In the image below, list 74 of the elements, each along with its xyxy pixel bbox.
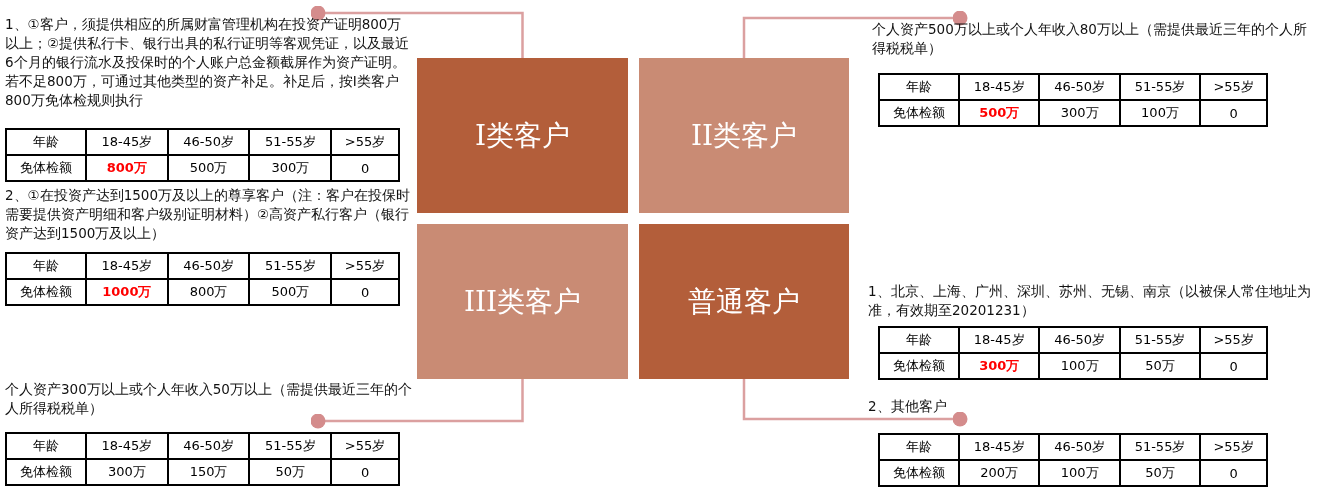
table-cell: 50万 [249,459,332,485]
criteria-text: 1、北京、上海、广州、深圳、苏州、无锡、南京（以被保人常住地址为准，有效期至20201231） [868,282,1312,320]
table-cell: 0 [331,459,399,485]
table-cell: 1000万 [86,279,168,305]
table-header-cell: 年龄 [879,74,959,100]
table-header-cell: 年龄 [879,434,959,460]
table-header-cell: 年龄 [879,327,959,353]
table-header-cell: 51-55岁 [1119,434,1201,460]
table-cell: 50万 [1119,353,1201,379]
table-header-cell: >55岁 [1200,74,1267,100]
table-cell: 800万 [86,155,168,181]
table-header-cell: 18-45岁 [86,253,168,279]
criteria-text: 个人资产300万以上或个人年收入50万以上（需提供最近三年的个人所得税税单） [5,380,420,418]
category-box: II类客户 [639,58,849,213]
table-cell: 200万 [959,460,1040,486]
connector-line [310,5,524,58]
criteria-text: 2、①在投资产达到1500万及以上的尊享客户（注：客户在投保时需要提供资产明细和客户级别证明材料）②高资产私行客户（银行资产达到1500万及以上） [5,186,412,243]
connector-line [310,379,524,429]
table-header-cell: 46-50岁 [1039,327,1120,353]
table-cell: 免体检额 [6,459,86,485]
table-cell: 免体检额 [879,460,959,486]
table-header-cell: >55岁 [1200,327,1267,353]
table-header-cell: 46-50岁 [1039,434,1120,460]
table-header-cell: 51-55岁 [249,253,332,279]
table-header-cell: >55岁 [331,253,399,279]
table-cell: 500万 [959,100,1040,126]
table-header-cell: 46-50岁 [167,433,250,459]
table-header-cell: 18-45岁 [959,327,1040,353]
table-cell: 100万 [1039,353,1120,379]
table-cell: 300万 [1039,100,1120,126]
table-header-cell: 46-50岁 [167,129,250,155]
table-header-cell: 18-45岁 [959,434,1040,460]
table-header-cell: 18-45岁 [86,433,168,459]
table-cell: 500万 [249,279,332,305]
table-header-cell: 51-55岁 [1119,74,1201,100]
table-cell: 免体检额 [879,353,959,379]
table-cell: 0 [1200,353,1267,379]
table-header-cell: 46-50岁 [1039,74,1120,100]
table-cell: 0 [331,155,399,181]
table-header-cell: 46-50岁 [167,253,250,279]
table-cell: 免体检额 [6,279,86,305]
table-cell: 300万 [959,353,1040,379]
criteria-text: 1、①客户，须提供相应的所属财富管理机构在投资产证明800万以上；②提供私行卡、银行出具的私行证明等客观凭证，以及最近6个月的银行流水及投保时的个人账户总金额截屏作为资产证明。若不足800万，可通过其他类型的资产补足。补足后，按I类客户800万免体检规则执行 [5,15,415,110]
category-box: I类客户 [417,58,628,213]
table-header-cell: 18-45岁 [959,74,1040,100]
table-cell: 300万 [86,459,168,485]
table-cell: 500万 [167,155,250,181]
table-header-cell: >55岁 [331,433,399,459]
table-header-cell: 18-45岁 [86,129,168,155]
table-cell: 150万 [167,459,250,485]
table-cell: 100万 [1039,460,1120,486]
category-box: III类客户 [417,224,628,379]
connector-line [742,379,968,427]
table-cell: 免体检额 [6,155,86,181]
table-header-cell: >55岁 [331,129,399,155]
table-cell: 免体检额 [879,100,959,126]
table-cell: 50万 [1119,460,1201,486]
table-header-cell: 年龄 [6,253,86,279]
category-box: 普通客户 [639,224,849,379]
table-cell: 100万 [1119,100,1201,126]
table-header-cell: 51-55岁 [1119,327,1201,353]
connector-line [742,10,968,58]
table-cell: 300万 [249,155,332,181]
table-header-cell: 51-55岁 [249,129,332,155]
table-header-cell: 51-55岁 [249,433,332,459]
table-cell: 0 [331,279,399,305]
table-header-cell: 年龄 [6,129,86,155]
table-cell: 0 [1200,100,1267,126]
table-cell: 800万 [167,279,250,305]
table-cell: 0 [1200,460,1267,486]
criteria-text: 2、其他客户 [868,397,1068,416]
table-header-cell: >55岁 [1200,434,1267,460]
criteria-text: 个人资产500万以上或个人年收入80万以上（需提供最近三年的个人所得税税单） [872,20,1312,58]
table-header-cell: 年龄 [6,433,86,459]
